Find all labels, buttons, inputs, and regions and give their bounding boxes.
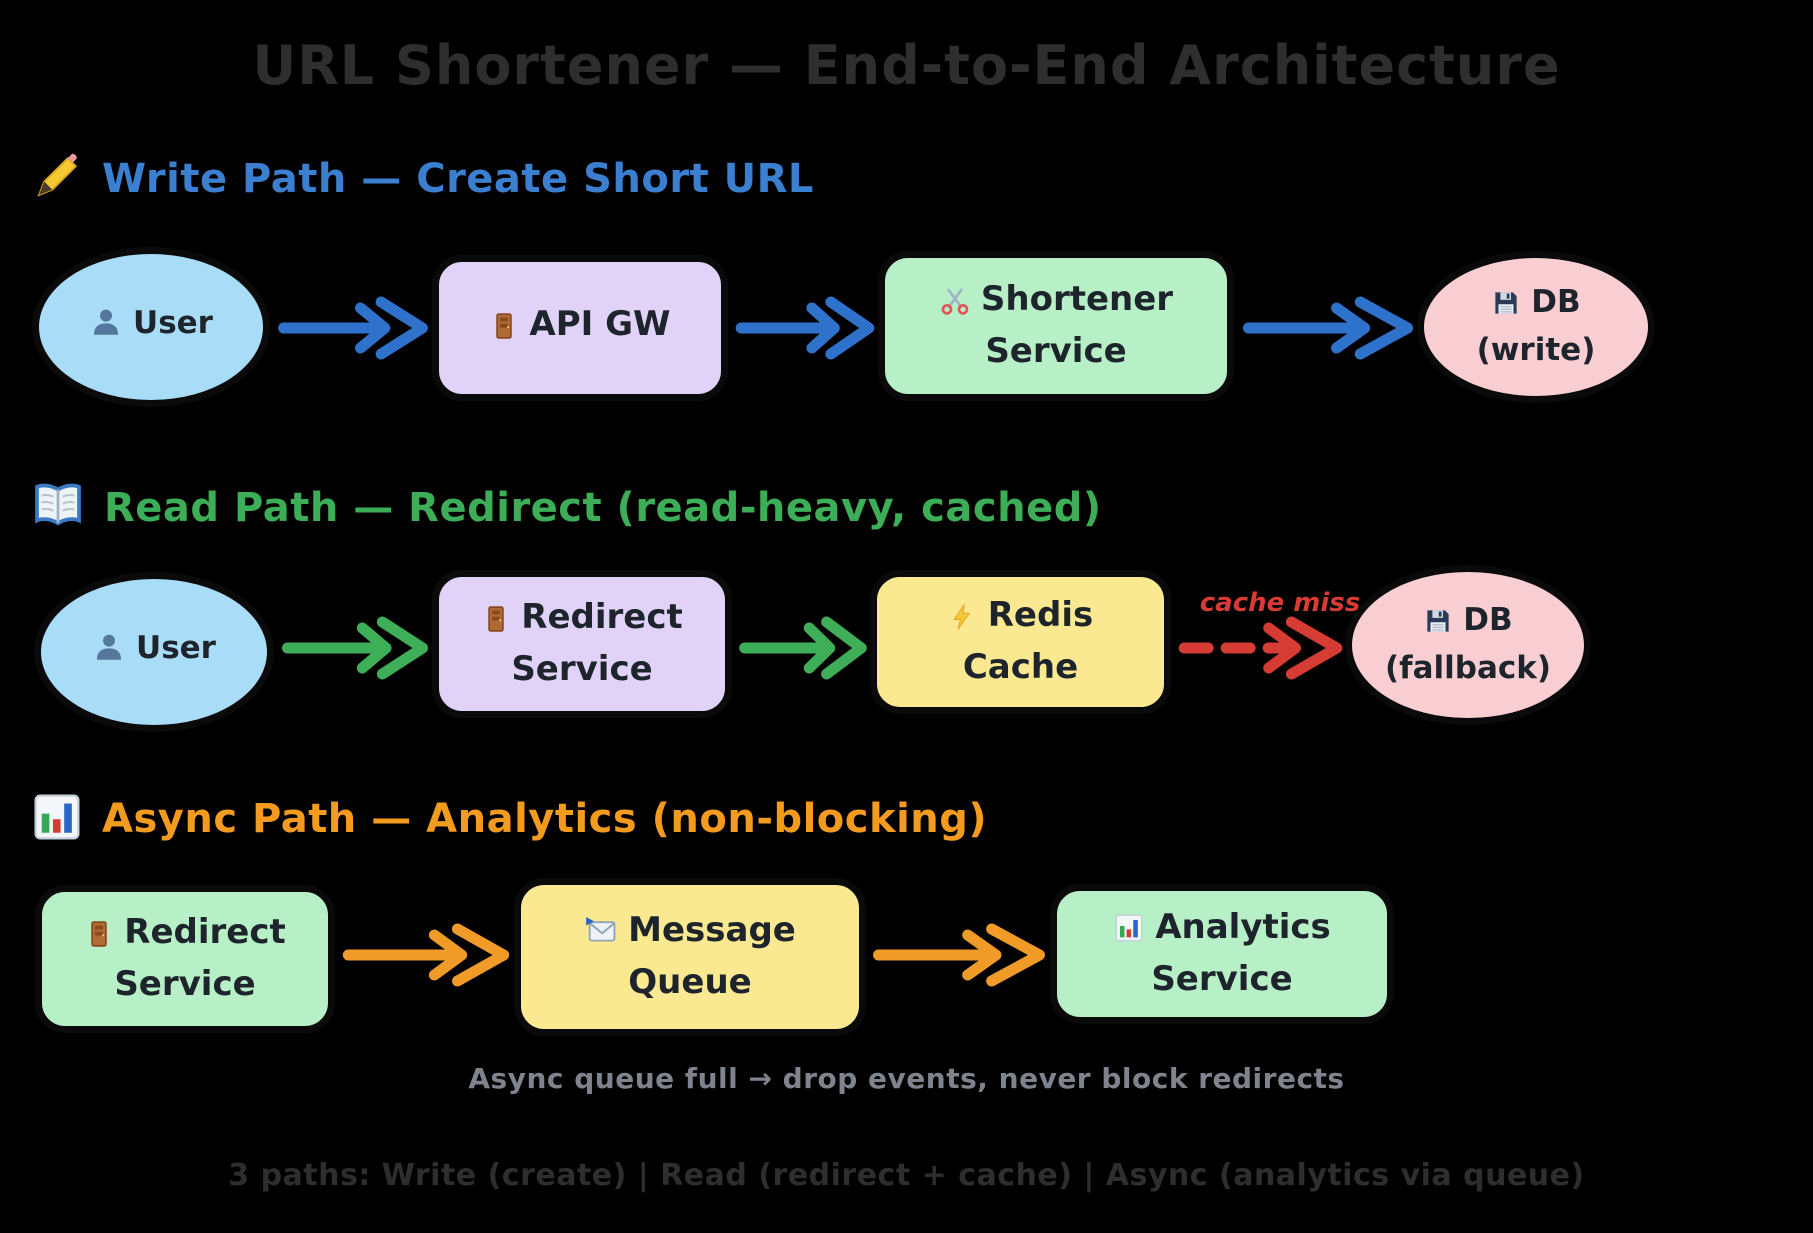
arrow-user-to-redirect bbox=[282, 610, 428, 686]
arrow-user-to-apigw bbox=[278, 290, 428, 366]
door-icon bbox=[481, 601, 511, 647]
floppy-icon bbox=[1491, 288, 1521, 330]
node-redirect-service-read: Redirect Service bbox=[432, 570, 732, 718]
node-message-queue-label: Message Queue bbox=[584, 908, 796, 1006]
floppy-icon bbox=[1423, 606, 1453, 648]
node-db-write-text: DB (write) bbox=[1476, 284, 1596, 368]
async-path-header: Async Path — Analytics (non-blocking) bbox=[30, 790, 987, 848]
node-shortener-service: Shortener Service bbox=[878, 251, 1234, 401]
node-db-write: DB (write) bbox=[1417, 251, 1655, 403]
node-db-fallback-text: DB (fallback) bbox=[1384, 602, 1552, 686]
door-icon bbox=[489, 308, 519, 354]
node-redis-cache-text: Redis Cache bbox=[962, 595, 1094, 687]
envelope-icon bbox=[584, 913, 618, 960]
user-icon bbox=[89, 305, 123, 351]
node-shortener-service-text: Shortener Service bbox=[980, 279, 1174, 371]
node-redirect-service-async-label: Redirect Service bbox=[84, 910, 286, 1008]
node-user-read-text: User bbox=[136, 630, 216, 667]
node-message-queue-text: Message Queue bbox=[628, 910, 796, 1002]
node-analytics-service-label: Analytics Service bbox=[1113, 905, 1331, 1003]
write-path-header: Write Path — Create Short URL bbox=[30, 150, 814, 208]
open-book-icon bbox=[30, 478, 86, 538]
node-db-fallback-label: DB (fallback) bbox=[1385, 600, 1551, 690]
node-analytics-service: Analytics Service bbox=[1050, 884, 1394, 1024]
arrow-redis-to-db-fallback bbox=[1178, 610, 1343, 686]
node-redis-cache-label: Redis Cache bbox=[948, 593, 1093, 691]
node-api-gw-label: API GW bbox=[489, 302, 671, 354]
arrow-redirect-to-queue bbox=[342, 917, 510, 993]
arrow-shortener-to-db bbox=[1242, 290, 1414, 366]
node-user-read-label: User bbox=[92, 628, 216, 676]
scissors-icon bbox=[939, 283, 971, 329]
node-db-fallback: DB (fallback) bbox=[1345, 565, 1591, 725]
node-api-gw: API GW bbox=[432, 255, 728, 401]
read-path-label: Read Path — Redirect (read-heavy, cached… bbox=[104, 485, 1102, 531]
user-icon bbox=[92, 630, 126, 676]
node-redirect-service-read-text: Redirect Service bbox=[511, 597, 683, 689]
node-user-read: User bbox=[34, 572, 274, 732]
node-db-write-label: DB (write) bbox=[1477, 282, 1596, 372]
node-user-write: User bbox=[32, 247, 270, 407]
arrow-apigw-to-shortener bbox=[736, 290, 874, 366]
node-api-gw-text: API GW bbox=[529, 304, 671, 345]
node-message-queue: Message Queue bbox=[514, 878, 866, 1036]
node-redirect-service-async-text: Redirect Service bbox=[114, 912, 286, 1004]
read-path-header: Read Path — Redirect (read-heavy, cached… bbox=[30, 478, 1102, 538]
node-user-write-text: User bbox=[133, 305, 213, 342]
arrow-redirect-to-redis bbox=[740, 610, 866, 686]
write-path-label: Write Path — Create Short URL bbox=[102, 156, 814, 202]
arrow-queue-to-analytics bbox=[872, 917, 1046, 993]
async-path-label: Async Path — Analytics (non-blocking) bbox=[102, 796, 988, 842]
pencil-icon bbox=[30, 150, 84, 208]
node-shortener-service-label: Shortener Service bbox=[939, 277, 1173, 375]
async-caption: Async queue full → drop events, never bl… bbox=[468, 1062, 1345, 1095]
bar-chart-icon bbox=[1113, 911, 1145, 957]
node-redirect-service-read-label: Redirect Service bbox=[481, 595, 683, 693]
lightning-icon bbox=[948, 599, 978, 645]
node-redirect-service-async: Redirect Service bbox=[35, 885, 335, 1033]
page-title: URL Shortener — End-to-End Architecture bbox=[252, 34, 1561, 97]
cache-miss-edge-label: cache miss bbox=[1199, 588, 1361, 618]
node-user-write-label: User bbox=[89, 303, 213, 351]
bar-chart-icon bbox=[30, 790, 84, 848]
node-redis-cache: Redis Cache bbox=[870, 570, 1171, 714]
summary-footer: 3 paths: Write (create) | Read (redirect… bbox=[228, 1158, 1585, 1193]
door-icon bbox=[84, 916, 114, 962]
node-analytics-service-text: Analytics Service bbox=[1151, 907, 1331, 999]
